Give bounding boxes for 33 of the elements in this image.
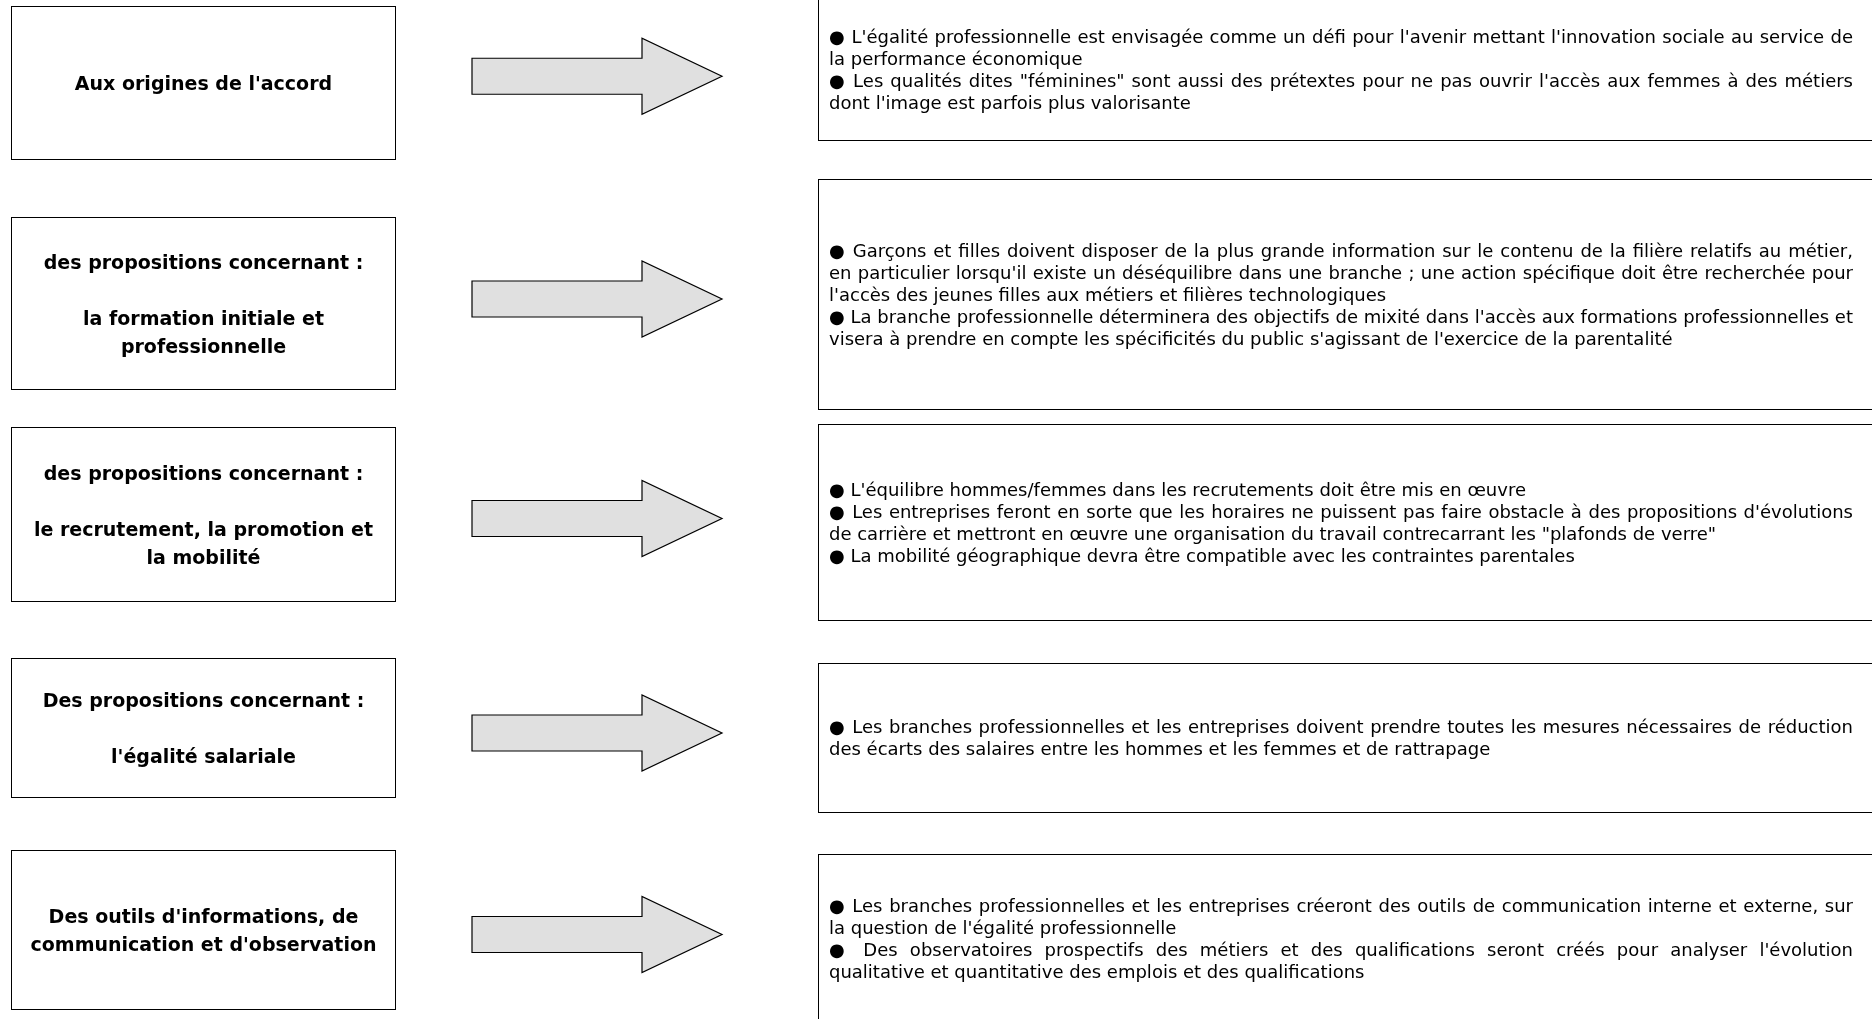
content-box <box>818 0 1872 141</box>
bullet-text: ● Les branches professionnelles et les entreprises doivent prendre toutes les mesures nécessaires de réduction des écarts des salaires entre les hommes et les femmes et de rattrapage <box>829 716 1853 760</box>
topic-text: Aux origines de l'accord <box>74 71 333 96</box>
bullet-text: ● L'équilibre hommes/femmes dans les recrutements doit être mis en œuvre <box>829 478 1527 501</box>
topic-text: des propositions concernant : <box>43 460 364 486</box>
content-box <box>818 424 1872 621</box>
block-arrow <box>471 479 724 558</box>
topic-text: la formation initiale et professionnelle <box>82 305 325 359</box>
content-box <box>818 179 1872 410</box>
block-arrow <box>471 895 724 974</box>
topic-text: Des outils d'informations, de communication et d'observation <box>29 904 378 957</box>
bullet-text: ● L'égalité professionnelle est envisagée comme un défi pour l'avenir mettant l'innovation sociale au service de la performance économique <box>829 25 1853 70</box>
content-box <box>818 854 1872 1019</box>
bullet-text: ● Garçons et filles doivent disposer de la plus grande information sur le contenu de la filière relatifs au métier, en particulier lorsqu'il existe un déséquilibre dans une branche ; une action spécifique doit être recherchée pour l'accès des jeunes filles aux métiers et filières technologiques <box>829 239 1853 306</box>
bullet-text: ● La mobilité géographique devra être compatible avec les contraintes parentales <box>829 544 1576 567</box>
topic-text: Des propositions concernant : <box>42 688 365 713</box>
block-arrow <box>471 260 724 338</box>
topic-box <box>11 658 396 798</box>
topic-box <box>11 6 396 160</box>
content-box <box>818 663 1872 813</box>
topic-text: l'égalité salariale <box>111 744 296 769</box>
topic-text: des propositions concernant : <box>43 249 364 275</box>
topic-box <box>11 850 396 1010</box>
bullet-text: ● Les entreprises feront en sorte que les horaires ne puissent pas faire obstacle à des propositions d'évolutions de carrière et mettront en œuvre une organisation du travail contrecarrant les "plafonds de verre" <box>829 500 1853 545</box>
topic-box <box>11 427 396 602</box>
bullet-text: ● Les branches professionnelles et les entreprises créeront des outils de communication interne et externe, sur la question de l'égalité professionnelle <box>829 895 1853 939</box>
topic-box <box>11 217 396 390</box>
bullet-text: ● Les qualités dites "féminines" sont aussi des prétextes pour ne pas ouvrir l'accès aux femmes à des métiers dont l'image est parfois plus valorisante <box>829 69 1853 114</box>
block-arrow <box>471 37 724 116</box>
block-arrow <box>471 694 724 772</box>
topic-text: le recrutement, la promotion et la mobilité <box>32 516 375 570</box>
bullet-text: ● La branche professionnelle déterminera des objectifs de mixité dans l'accès aux formations professionnelles et visera à prendre en compte les spécificités du public s'agissant de l'exercice de la parentalité <box>829 305 1853 350</box>
bullet-text: ● Des observatoires prospectifs des métiers et des qualifications seront créés pour analyser l'évolution qualitative et quantitative des emplois et des qualifications <box>829 939 1853 983</box>
